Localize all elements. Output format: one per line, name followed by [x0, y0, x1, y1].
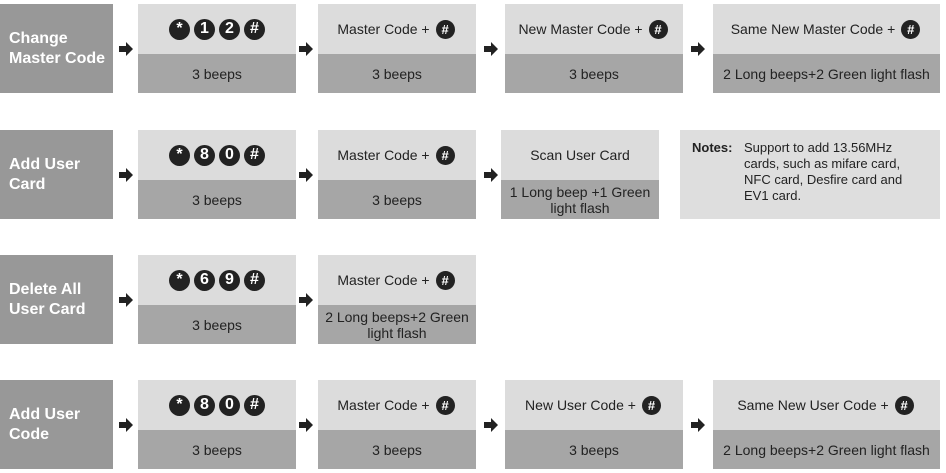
right-arrow-icon: [691, 418, 705, 432]
step-box: Same New Master Code + # 2 Long beeps+2 G…: [713, 4, 940, 93]
hash-key-icon: #: [901, 19, 921, 39]
step-instruction: Master Code +: [337, 272, 430, 288]
row-label-line: Add User: [9, 405, 81, 423]
right-arrow-icon: [484, 42, 498, 56]
keypad-key-icon: 1: [194, 18, 215, 40]
step-result: 3 beeps: [138, 180, 296, 219]
hash-key-icon: #: [435, 145, 455, 165]
right-arrow-icon: [299, 293, 313, 307]
step-box: New Master Code + # 3 beeps: [505, 4, 683, 93]
step-instruction: Scan User Card: [530, 147, 630, 163]
step-result: 3 beeps: [318, 430, 476, 469]
step-box: New User Code + # 3 beeps: [505, 380, 683, 469]
row-label-line: Delete All: [9, 280, 82, 298]
keypad-sequence-box: * 8 0 # 3 beeps: [138, 130, 296, 219]
step-instruction: Master Code +: [337, 21, 430, 37]
hash-key-icon: #: [435, 19, 455, 39]
step-box: Master Code + # 3 beeps: [318, 380, 476, 469]
step-instruction: Same New User Code +: [737, 397, 889, 413]
keypad-key-icon: #: [244, 269, 265, 291]
row-label-line: User Card: [9, 300, 86, 318]
step-result: 3 beeps: [138, 430, 296, 469]
step-box: Master Code + # 3 beeps: [318, 4, 476, 93]
step-result: 1 Long beep +1 Green light flash: [501, 180, 659, 219]
right-arrow-icon: [119, 418, 133, 432]
notes-line: Support to add 13.56MHz: [744, 140, 893, 155]
right-arrow-icon: [299, 168, 313, 182]
keypad-key-icon: 0: [219, 394, 240, 416]
hash-key-icon: #: [641, 395, 661, 415]
right-arrow-icon: [119, 168, 133, 182]
keypad-keys: * 8 0 #: [138, 130, 296, 180]
step-instruction: Master Code +: [337, 147, 430, 163]
keypad-key-icon: #: [244, 394, 265, 416]
step-box: Scan User Card 1 Long beep +1 Green ligh…: [501, 130, 659, 219]
hash-key-icon: #: [648, 19, 668, 39]
right-arrow-icon: [119, 293, 133, 307]
keypad-keys: * 6 9 #: [138, 255, 296, 305]
right-arrow-icon: [484, 168, 498, 182]
step-instruction: Same New Master Code +: [730, 21, 896, 37]
keypad-sequence-box: * 8 0 # 3 beeps: [138, 380, 296, 469]
keypad-key-icon: *: [169, 394, 190, 416]
step-box: Master Code + # 3 beeps: [318, 130, 476, 219]
hash-key-icon: #: [435, 395, 455, 415]
step-result: 3 beeps: [505, 54, 683, 93]
keypad-key-icon: *: [169, 144, 190, 166]
right-arrow-icon: [119, 42, 133, 56]
keypad-key-icon: 6: [194, 269, 215, 291]
hash-key-icon: #: [894, 395, 914, 415]
step-instruction: New Master Code +: [518, 21, 643, 37]
step-result: 2 Long beeps+2 Green light flash: [713, 54, 940, 93]
step-result: 3 beeps: [505, 430, 683, 469]
notes-title: Notes:: [692, 140, 733, 155]
keypad-sequence-box: * 1 2 # 3 beeps: [138, 4, 296, 93]
step-result: 3 beeps: [138, 305, 296, 344]
notes-line: NFC card, Desfire card and: [744, 172, 903, 187]
step-result: 2 Long beeps+2 Green light flash: [318, 305, 476, 344]
notes-box: Notes: Support to add 13.56MHz cards, su…: [680, 130, 940, 219]
keypad-key-icon: #: [244, 144, 265, 166]
keypad-keys: * 8 0 #: [138, 380, 296, 430]
keypad-keys: * 1 2 #: [138, 4, 296, 54]
step-instruction: Master Code +: [337, 397, 430, 413]
keypad-key-icon: #: [244, 18, 265, 40]
keypad-key-icon: 0: [219, 144, 240, 166]
keypad-key-icon: *: [169, 269, 190, 291]
step-box: Same New User Code + # 2 Long beeps+2 Gre…: [713, 380, 940, 469]
row-label-line: Add User: [9, 155, 81, 173]
row-label-line: Master Code: [9, 49, 106, 67]
row-label-line: Card: [9, 175, 46, 193]
step-result: 2 Long beeps+2 Green light flash: [713, 430, 940, 469]
notes-line: cards, such as mifare card,: [744, 156, 901, 171]
step-box: Master Code + # 2 Long beeps+2 Green ligh…: [318, 255, 476, 344]
step-instruction: New User Code +: [525, 397, 636, 413]
step-result: 3 beeps: [318, 54, 476, 93]
keypad-key-icon: *: [169, 18, 190, 40]
right-arrow-icon: [299, 418, 313, 432]
right-arrow-icon: [484, 418, 498, 432]
row-label-line: Code: [9, 425, 49, 443]
keypad-key-icon: 9: [219, 269, 240, 291]
right-arrow-icon: [299, 42, 313, 56]
hash-key-icon: #: [435, 270, 455, 290]
right-arrow-icon: [691, 42, 705, 56]
keypad-sequence-box: * 6 9 # 3 beeps: [138, 255, 296, 344]
keypad-key-icon: 2: [219, 18, 240, 40]
keypad-key-icon: 8: [194, 144, 215, 166]
notes-line: EV1 card.: [744, 188, 802, 203]
step-result: 3 beeps: [318, 180, 476, 219]
row-label-line: Change: [9, 29, 68, 47]
step-result: 3 beeps: [138, 54, 296, 93]
keypad-key-icon: 8: [194, 394, 215, 416]
